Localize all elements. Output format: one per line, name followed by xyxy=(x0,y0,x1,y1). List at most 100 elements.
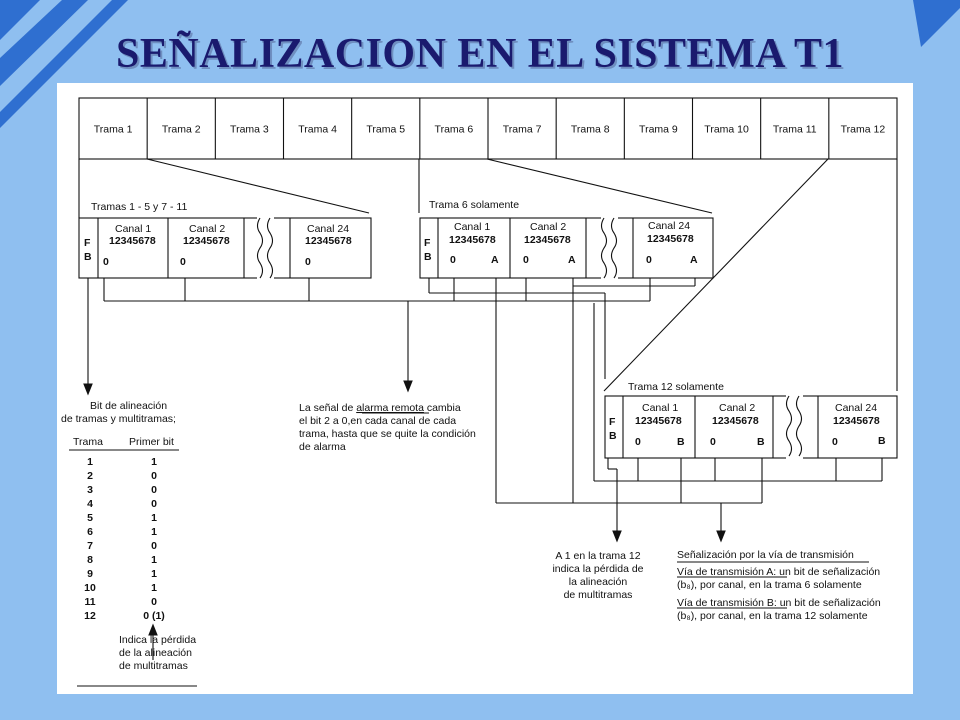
path-b-rest: un bit de señalización xyxy=(777,597,881,609)
frame-label: Trama 12 xyxy=(841,124,886,136)
signaling-title: Señalización por la vía de transmisión xyxy=(677,549,854,561)
channel-bits: 12345678 xyxy=(183,235,230,247)
table-cell-primer-bit: 1 xyxy=(151,568,157,580)
bit-mark-b: B xyxy=(878,435,886,447)
remote-alarm-line-1: La señal de alarma remota cambia xyxy=(299,402,461,414)
arrowhead xyxy=(148,623,158,636)
path-a-line-1: Vía de transmisión A: un bit de señaliza… xyxy=(677,566,880,578)
arrowhead xyxy=(403,380,413,393)
channel-bits: 12345678 xyxy=(647,233,694,245)
framing-bit-b: B xyxy=(424,251,432,263)
table-header-primer-bit: Primer bit xyxy=(129,436,174,448)
frame-label: Trama 4 xyxy=(298,124,337,136)
table-cell-trama: 3 xyxy=(87,484,93,496)
table-cell-primer-bit: 1 xyxy=(151,526,157,538)
channel-name: Canal 24 xyxy=(835,402,877,414)
channel-bits: 12345678 xyxy=(305,235,352,247)
bit-mark: 0 xyxy=(832,436,838,448)
channel-name: Canal 2 xyxy=(530,221,566,233)
channel-bits: 12345678 xyxy=(109,235,156,247)
multiframe-loss-line-2: indica la pérdida de xyxy=(552,563,643,575)
break-mark xyxy=(266,217,274,279)
expansion-line xyxy=(146,158,370,214)
expansion-lines xyxy=(78,158,898,392)
bit-mark-b: B xyxy=(757,436,765,448)
path-b-line-2: (b₈), por canal, en la trama 12 solament… xyxy=(677,610,868,622)
group-label: Trama 12 solamente xyxy=(628,381,724,393)
group-label: Trama 6 solamente xyxy=(429,199,519,211)
alignment-title-line-2: de tramas y multitramas; xyxy=(61,413,176,425)
table-cell-primer-bit: 0 (1) xyxy=(143,610,165,622)
table-cell-trama: 11 xyxy=(84,596,95,608)
remote-alarm-underlined: alarma remota xyxy=(356,402,424,414)
remote-alarm-prefix: La señal de xyxy=(299,402,356,414)
corner-stripe-1 xyxy=(0,0,40,40)
group-label: Tramas 1 - 5 y 7 - 11 xyxy=(91,201,187,213)
connection-lines xyxy=(83,278,883,660)
page-title: SEÑALIZACION EN EL SISTEMA T1 xyxy=(116,31,844,77)
table-cell-trama: 10 xyxy=(84,582,96,594)
path-b-label: Vía de transmisión B: xyxy=(677,597,777,609)
table-cell-trama: 7 xyxy=(87,540,93,552)
channel-bits: 12345678 xyxy=(635,415,682,427)
channel-bits: 12345678 xyxy=(833,415,880,427)
multiframe-loss-line-1: A 1 en la trama 12 xyxy=(555,550,640,562)
expansion-line xyxy=(603,158,829,392)
path-a-label: Vía de transmisión A: xyxy=(677,566,776,578)
bit-mark: 0 xyxy=(710,436,716,448)
frame-dividers xyxy=(146,98,830,159)
frame-label: Trama 9 xyxy=(639,124,678,136)
note-line-2: de la alineación xyxy=(119,647,192,659)
arrowhead xyxy=(83,383,93,396)
path-a-line-2: (b₈), por canal, en la trama 6 solamente xyxy=(677,579,862,591)
bit-mark-a: A xyxy=(568,254,576,266)
channel-bits: 12345678 xyxy=(712,415,759,427)
table-cell-trama: 8 xyxy=(87,554,93,566)
frame-label: Trama 6 xyxy=(435,124,474,136)
frame-label: Trama 10 xyxy=(704,124,749,136)
table-cell-trama: 4 xyxy=(87,498,93,510)
table-cell-trama: 12 xyxy=(84,610,96,622)
multiframe-loss-line-3: la alineación xyxy=(569,576,628,588)
group-frame-box xyxy=(604,395,898,459)
break-mark xyxy=(600,217,608,279)
table-cell-primer-bit: 1 xyxy=(151,456,157,468)
group-frame-box xyxy=(419,217,714,279)
table-header-trama: Trama xyxy=(73,436,103,448)
table-cell-primer-bit: 0 xyxy=(151,540,157,552)
remote-alarm-line-2: el bit 2 a 0,en cada canal de cada xyxy=(299,415,456,427)
bit-mark: 0 xyxy=(180,256,186,268)
frame-label: Trama 7 xyxy=(503,124,542,136)
channel-group-3: Trama 12 solamente F B Canal 1 12345678 … xyxy=(604,381,898,460)
bit-mark-a: A xyxy=(491,254,499,266)
expansion-line xyxy=(486,158,713,214)
framing-bit-b: B xyxy=(84,251,92,263)
table-cell-primer-bit: 0 xyxy=(151,596,157,608)
note-line-1: Indica la pérdida xyxy=(119,634,196,646)
bit-mark-b: B xyxy=(677,436,685,448)
break-mark xyxy=(256,217,264,279)
channel-name: Canal 2 xyxy=(719,402,755,414)
path-a-rest: un bit de señalización xyxy=(776,566,880,578)
path-b-line-1: Vía de transmisión B: un bit de señaliza… xyxy=(677,597,881,609)
channel-name: Canal 1 xyxy=(454,221,490,233)
bit-mark: 0 xyxy=(646,254,652,266)
table-cell-trama: 2 xyxy=(87,470,93,482)
table-cell-trama: 1 xyxy=(87,456,93,468)
break-mark xyxy=(785,395,793,457)
frame-label: Trama 3 xyxy=(230,124,269,136)
remote-alarm-suffix: cambia xyxy=(424,402,461,414)
alignment-table: Bit de alineación de tramas y multitrama… xyxy=(61,400,197,687)
remote-alarm-line-3: trama, hasta que se quite la condición xyxy=(299,428,476,440)
channel-name: Canal 1 xyxy=(115,223,151,235)
channel-name: Canal 24 xyxy=(648,220,690,232)
frame-label: Trama 11 xyxy=(773,124,817,136)
arrowhead xyxy=(612,530,622,543)
channel-name: Canal 2 xyxy=(189,223,225,235)
table-cell-primer-bit: 0 xyxy=(151,470,157,482)
frame-label: Trama 5 xyxy=(366,124,405,136)
table-cell-trama: 6 xyxy=(87,526,93,538)
